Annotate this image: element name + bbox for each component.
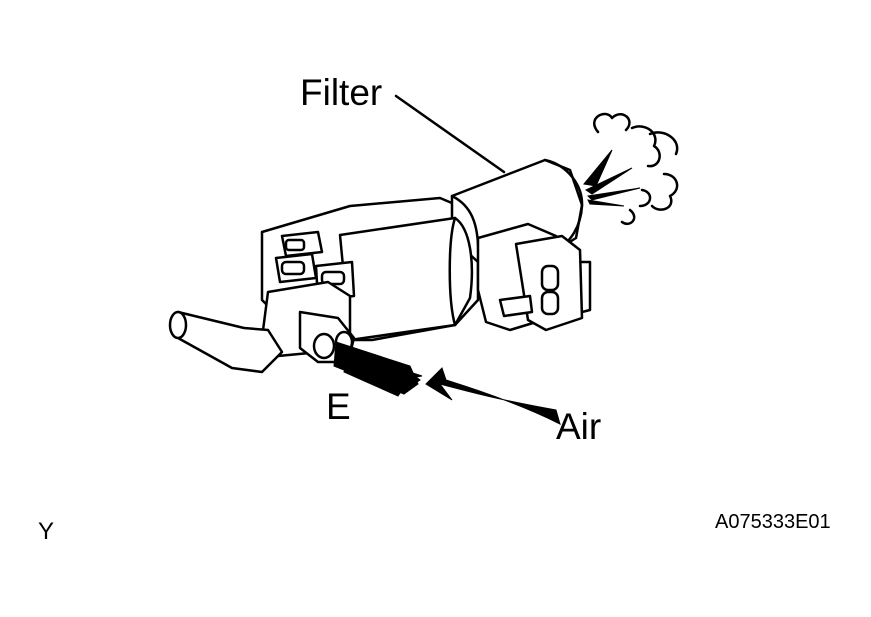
figure-code: A075333E01: [715, 511, 831, 533]
air-inflow-arrows: [333, 341, 561, 425]
air-exhaust-puffs: [583, 112, 679, 226]
corner-mark: Y: [38, 518, 55, 545]
label-air: Air: [556, 406, 602, 447]
coil-housing: [338, 216, 474, 342]
side-pipe: [168, 310, 284, 374]
label-port-e: E: [326, 386, 351, 427]
filter-leader-line: [394, 94, 506, 174]
label-filter: Filter: [300, 72, 383, 113]
electrical-connector: [476, 222, 592, 332]
